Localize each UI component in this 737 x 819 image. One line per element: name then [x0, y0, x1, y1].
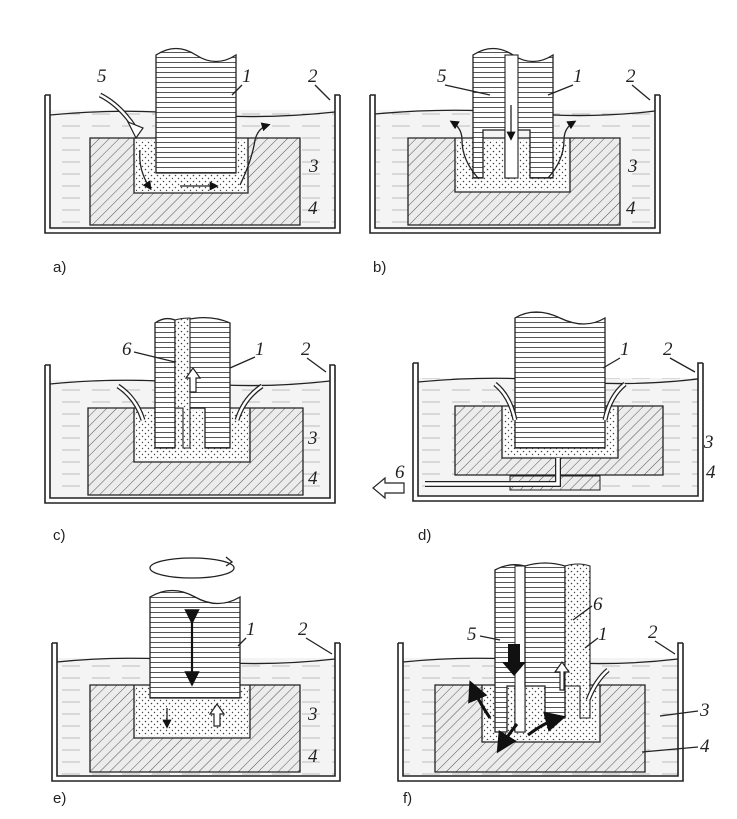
gap-c	[136, 410, 248, 460]
label-2: 2	[648, 622, 658, 643]
caption-d: d)	[418, 527, 431, 544]
label-4: 4	[706, 462, 716, 483]
tool-electrode-d	[514, 311, 606, 449]
label-6: 6	[122, 339, 132, 360]
label-2: 2	[663, 339, 673, 360]
caption-c: c)	[53, 527, 66, 544]
label-3: 3	[627, 156, 638, 177]
label-6: 6	[395, 462, 405, 483]
label-5: 5	[97, 66, 107, 87]
label-1: 1	[255, 339, 265, 360]
label-3: 3	[308, 156, 319, 177]
label-3: 3	[703, 432, 714, 453]
label-1: 1	[242, 66, 252, 87]
tank-d	[412, 362, 704, 502]
tool-electrode-b	[512, 53, 554, 179]
caption-a: a)	[53, 259, 66, 276]
tank-e	[51, 642, 341, 782]
label-3: 3	[307, 704, 318, 725]
label-4: 4	[308, 198, 318, 219]
label-5: 5	[437, 66, 447, 87]
label-1: 1	[246, 619, 256, 640]
label-2: 2	[308, 66, 318, 87]
label-5: 5	[467, 624, 477, 645]
tool-electrode-a	[155, 47, 237, 174]
panel-c: 6 1 2 3 4 c)	[44, 316, 336, 544]
label-6: 6	[593, 594, 603, 615]
label-3: 3	[699, 700, 710, 721]
rotation-arrow	[225, 556, 234, 567]
tank-c	[44, 364, 336, 504]
label-4: 4	[308, 468, 318, 489]
label-4: 4	[700, 736, 710, 757]
tank-a	[44, 94, 341, 234]
caption-b: b)	[373, 259, 386, 276]
caption-e: e)	[53, 790, 66, 807]
tool-electrode-f	[524, 562, 566, 719]
label-3: 3	[307, 428, 318, 449]
caption-f: f)	[403, 790, 412, 807]
tank-b	[369, 94, 661, 234]
label-2: 2	[626, 66, 636, 87]
tank-f	[397, 642, 684, 782]
label-4: 4	[626, 198, 636, 219]
panel-d: 1 2 3 4 6 d)	[372, 311, 716, 544]
label-1: 1	[573, 66, 583, 87]
nozzle-a	[126, 120, 144, 140]
label-2: 2	[298, 619, 308, 640]
label-1: 1	[620, 339, 630, 360]
panel-b: 5 1 2 3 4 b)	[369, 47, 661, 276]
tool-electrode-e	[149, 589, 241, 699]
label-2: 2	[301, 339, 311, 360]
panel-f: 6 5 1 2 3 4 f)	[397, 562, 710, 807]
panel-a: 5 1 2 3 4 a)	[44, 47, 341, 276]
label-4: 4	[308, 746, 318, 767]
tool-electrode-c	[184, 316, 231, 449]
panel-e: 1 2 3 4 e)	[51, 556, 341, 807]
label-1: 1	[598, 624, 608, 645]
